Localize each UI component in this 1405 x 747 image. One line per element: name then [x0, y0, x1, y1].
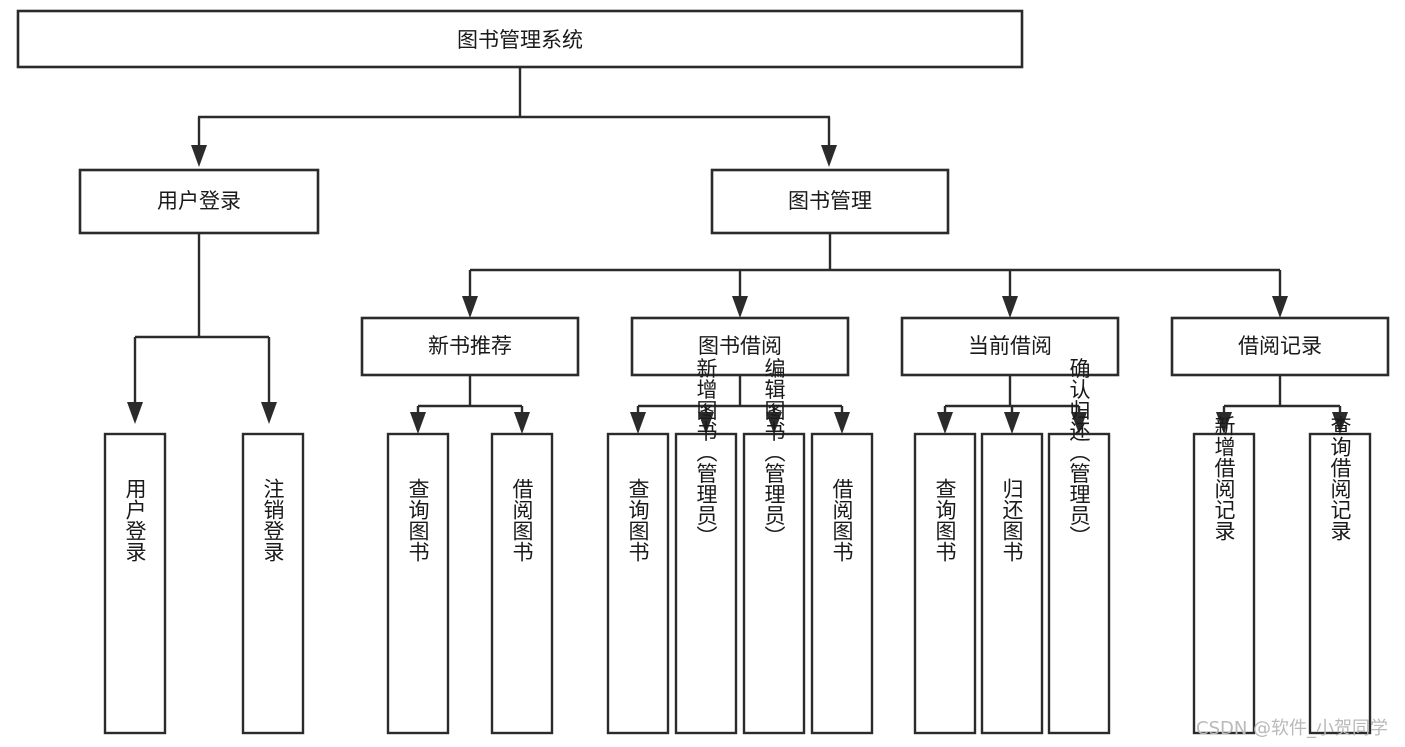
- leaf-query-record-box[interactable]: [1308, 432, 1372, 735]
- arrow-to-new-book-rec-icon: [462, 296, 478, 318]
- leaf-edit-book-box[interactable]: [742, 432, 806, 735]
- node-book-borrow-box[interactable]: [630, 316, 850, 377]
- leaf-query-book-1-label: 查询图书: [406, 478, 430, 562]
- node-current-borrow-box[interactable]: [900, 316, 1120, 377]
- node-book-manage-label: 图书管理: [788, 189, 872, 213]
- node-borrow-record[interactable]: 借阅记录: [1170, 316, 1390, 377]
- node-borrow-record-box[interactable]: [1170, 316, 1390, 377]
- arrow-to-leaf-query-book-1-icon: [410, 412, 426, 434]
- leaf-user-logout-label: 注销登录: [261, 478, 285, 562]
- leaf-node-borrow-book-1[interactable]: 借阅图书: [490, 432, 554, 735]
- arrow-to-current-borrow-icon: [1002, 296, 1018, 318]
- node-new-book-rec-label: 新书推荐: [428, 334, 512, 358]
- node-new-book-rec-box[interactable]: [360, 316, 580, 377]
- leaf-node-edit-book[interactable]: 编辑图书（管理员）: [742, 358, 806, 735]
- leaf-edit-book-label: 编辑图书（管理员）: [762, 358, 786, 547]
- node-book-manage-box[interactable]: [710, 168, 950, 235]
- node-root-box[interactable]: [16, 9, 1024, 69]
- leaf-node-query-book-3[interactable]: 查询图书: [913, 432, 977, 735]
- watermark-label: CSDN @软件_小贺同学: [1196, 718, 1388, 739]
- leaf-node-return-book[interactable]: 归还图书: [980, 432, 1044, 735]
- arrow-to-borrow-record-icon: [1272, 296, 1288, 318]
- leaf-borrow-book-1-box[interactable]: [490, 432, 554, 735]
- leaf-node-user-login[interactable]: 用户登录: [103, 432, 167, 735]
- arrow-to-book-borrow-icon: [732, 296, 748, 318]
- leaf-return-book-box[interactable]: [980, 432, 1044, 735]
- node-user-login-label: 用户登录: [157, 189, 241, 213]
- leaf-query-book-1-box[interactable]: [386, 432, 450, 735]
- leaf-return-book-label: 归还图书: [1000, 478, 1024, 562]
- leaf-add-book-box[interactable]: [674, 432, 738, 735]
- node-book-manage[interactable]: 图书管理: [710, 168, 950, 235]
- arrow-to-leaf-query-book-3-icon: [937, 412, 953, 434]
- leaf-node-add-book[interactable]: 新增图书（管理员）: [674, 358, 738, 735]
- leaf-query-book-3-label: 查询图书: [933, 478, 957, 562]
- leaf-query-book-3-box[interactable]: [913, 432, 977, 735]
- leaf-node-query-book-1[interactable]: 查询图书: [386, 432, 450, 735]
- leaf-query-record-label: 查询借阅记录: [1328, 415, 1352, 541]
- arrow-to-leaf-query-book-2-icon: [630, 412, 646, 434]
- leaf-user-login-box[interactable]: [103, 432, 167, 735]
- leaf-query-book-2-box[interactable]: [606, 432, 670, 735]
- node-user-login[interactable]: 用户登录: [78, 168, 320, 235]
- node-root-label: 图书管理系统: [457, 28, 583, 52]
- leaf-add-record-box[interactable]: [1192, 432, 1256, 735]
- leaf-add-record-label: 新增借阅记录: [1212, 415, 1236, 541]
- leaf-user-logout-box[interactable]: [241, 432, 305, 735]
- node-borrow-record-label: 借阅记录: [1238, 334, 1322, 358]
- leaf-node-query-book-2[interactable]: 查询图书: [606, 432, 670, 735]
- arrow-to-leaf-user-login-icon: [127, 402, 143, 424]
- leaf-borrow-book-1-label: 借阅图书: [510, 478, 534, 562]
- leaf-add-book-label: 新增图书（管理员）: [694, 358, 718, 547]
- node-root[interactable]: 图书管理系统: [16, 9, 1024, 69]
- node-book-borrow[interactable]: 图书借阅: [630, 316, 850, 377]
- node-new-book-rec[interactable]: 新书推荐: [360, 316, 580, 377]
- leaf-node-add-record[interactable]: 新增借阅记录: [1192, 415, 1256, 735]
- arrow-to-leaf-user-logout-icon: [261, 402, 277, 424]
- node-current-borrow[interactable]: 当前借阅: [900, 316, 1120, 377]
- arrow-to-leaf-borrow-book-1-icon: [514, 412, 530, 434]
- node-book-borrow-label: 图书借阅: [698, 334, 782, 358]
- arrow-to-leaf-return-book-icon: [1004, 412, 1020, 434]
- leaf-node-query-record[interactable]: 查询借阅记录: [1308, 415, 1372, 735]
- arrow-to-leaf-borrow-book-2-icon: [834, 412, 850, 434]
- leaf-borrow-book-2-box[interactable]: [810, 432, 874, 735]
- node-current-borrow-label: 当前借阅: [968, 334, 1052, 358]
- arrow-to-user-login-icon: [191, 145, 207, 167]
- leaf-node-confirm-return[interactable]: 确认归还（管理员）: [1047, 358, 1111, 735]
- leaf-user-login-label: 用户登录: [123, 478, 147, 562]
- leaf-node-user-logout[interactable]: 注销登录: [241, 432, 305, 735]
- leaf-node-borrow-book-2[interactable]: 借阅图书: [810, 432, 874, 735]
- leaf-query-book-2-label: 查询图书: [626, 478, 650, 562]
- leaf-borrow-book-2-label: 借阅图书: [830, 478, 854, 562]
- leaf-confirm-return-box[interactable]: [1047, 432, 1111, 735]
- leaf-confirm-return-label: 确认归还（管理员）: [1067, 358, 1091, 547]
- arrow-to-book-manage-icon: [821, 145, 837, 167]
